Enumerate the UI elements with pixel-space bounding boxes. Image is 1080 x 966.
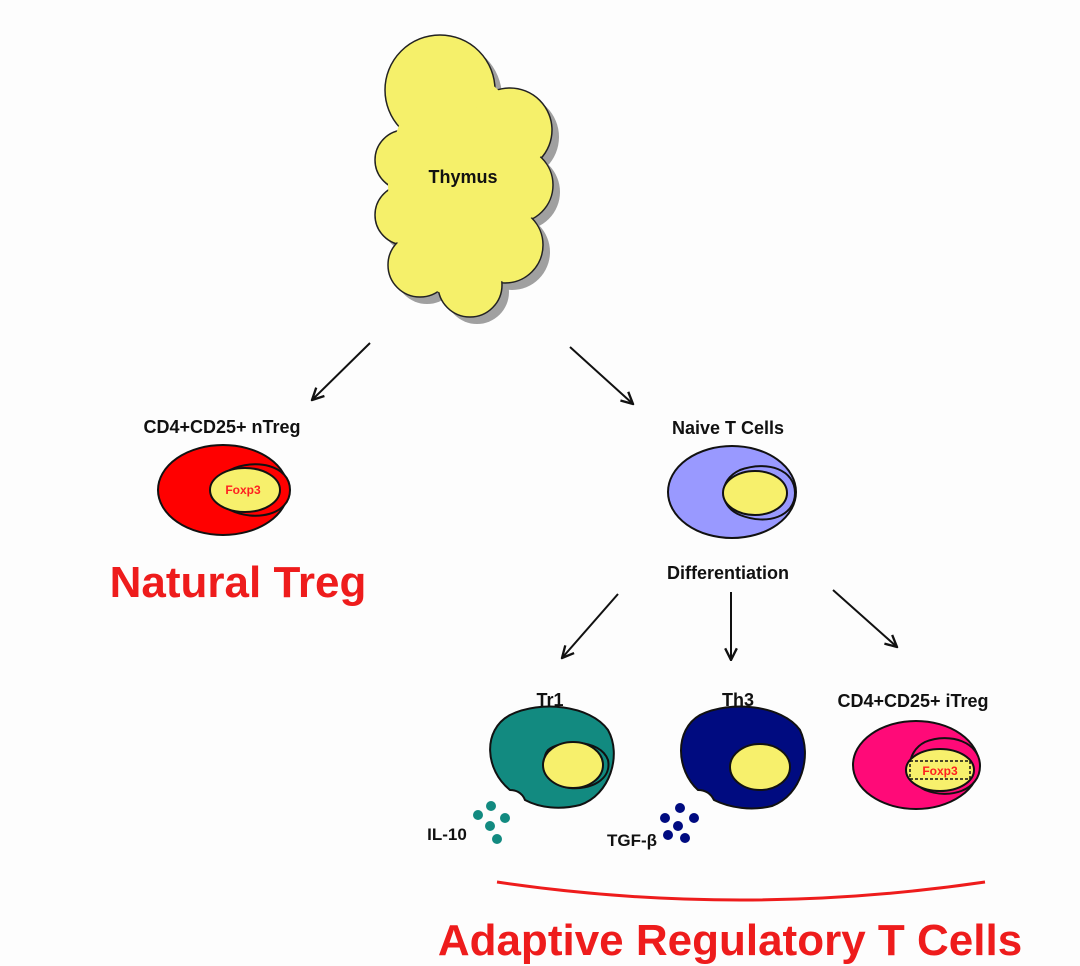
arrow-to-tr1 [562,593,619,658]
adaptive-bracket [496,880,986,902]
itreg-label: CD4+CD25+ iTreg [837,691,988,711]
il10-dots [473,801,510,844]
tgf-beta-label: TGF-β [607,831,657,850]
itreg-cell [852,720,982,810]
ntreg-cell [157,444,292,536]
th3-nucleus [729,743,791,791]
arrow-thymus-to-naive [569,346,633,404]
itreg-foxp3-box [909,760,971,780]
th3-label: Th3 [722,690,754,710]
natural-treg-title: Natural Treg [110,558,367,607]
itreg-foxp3-label: Foxp3 [922,764,958,778]
arrow-to-itreg [832,589,897,647]
il10-label: IL-10 [427,825,467,844]
ntreg-foxp3-label: Foxp3 [225,483,261,497]
ntreg-nucleus [209,467,281,513]
th3-cell [680,705,806,810]
tr1-nucleus [542,741,604,789]
differentiation-label: Differentiation [667,563,789,583]
thymus-shape [374,34,560,324]
adaptive-title: Adaptive Regulatory T Cells [438,916,1022,965]
tgf-dots [660,803,699,843]
tr1-label: Tr1 [536,690,563,710]
ntreg-label: CD4+CD25+ nTreg [143,417,300,437]
tr1-cell [489,705,615,809]
thymus-label: Thymus [428,167,497,187]
naive-label: Naive T Cells [672,418,784,438]
itreg-nucleus [905,748,975,792]
arrow-thymus-to-ntreg [312,342,371,400]
naive-nucleus [722,470,788,516]
naive-cell [667,445,797,539]
